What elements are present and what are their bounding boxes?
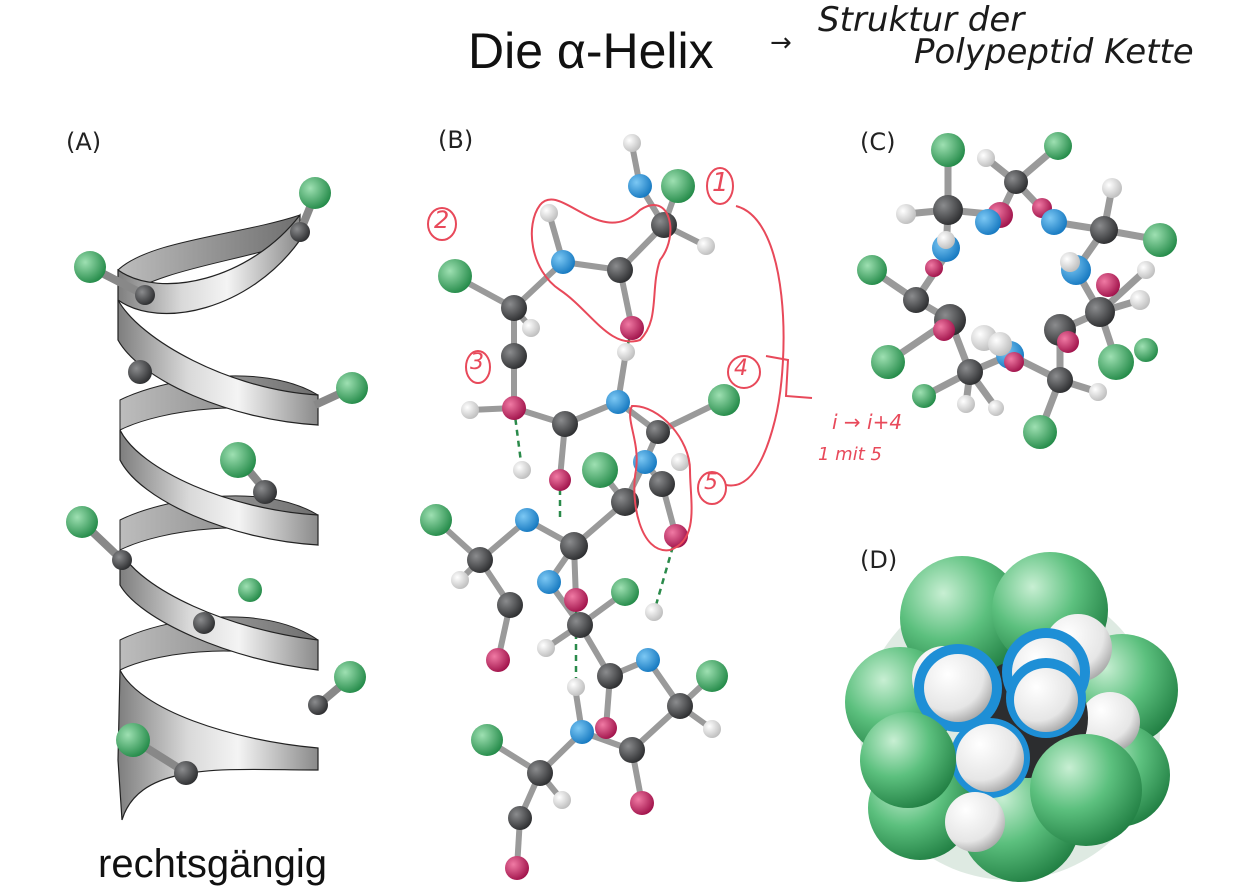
handwritten-note-line2: Polypeptid Kette xyxy=(914,32,1194,72)
annotation-number-5: 5 xyxy=(704,470,718,495)
hydrogen-bonds xyxy=(512,327,678,680)
helix-ribbon xyxy=(117,213,319,821)
panel-a-label: (A) xyxy=(66,128,102,156)
annotation-number-4: 4 xyxy=(734,356,748,381)
annotation-number-1: 1 xyxy=(712,168,729,198)
annotation-rule-line1: i → i+4 xyxy=(832,410,903,434)
ball-stick-atoms xyxy=(420,134,740,880)
ball-stick-bonds xyxy=(433,142,727,871)
page-title: Die α-Helix xyxy=(468,23,714,79)
panel-d-label: (D) xyxy=(860,546,898,574)
panel-a-caption: rechtsgängig xyxy=(98,842,328,886)
panel-b-label: (B) xyxy=(438,126,474,154)
annotation-rule-line2: 1 mit 5 xyxy=(818,444,882,465)
panel-c-label: (C) xyxy=(860,128,896,156)
annotation-number-3: 3 xyxy=(470,350,484,375)
red-annotation-outlines xyxy=(427,167,813,552)
helix-side-chains xyxy=(66,177,368,785)
annotation-number-2: 2 xyxy=(434,206,450,234)
note-arrow: → xyxy=(770,28,792,58)
handwritten-note-line1: Struktur der xyxy=(818,0,1025,40)
